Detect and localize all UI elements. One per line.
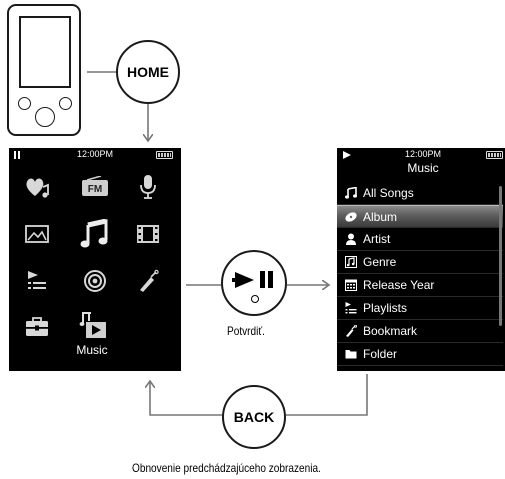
list-item-genre[interactable]: Genre	[337, 251, 503, 274]
play-icon	[343, 151, 351, 159]
music-list-screen: 12:00PM Music All Songs Album Artist	[337, 148, 505, 371]
list-item-album[interactable]: Album	[337, 205, 503, 228]
person-icon	[345, 233, 357, 245]
back-button[interactable]: BACK	[222, 385, 286, 449]
status-bar: 12:00PM	[337, 148, 505, 162]
device-button-left	[18, 97, 31, 110]
list-item-label: Bookmark	[363, 324, 418, 338]
list-item-label: All Songs	[363, 186, 414, 200]
music-menu-list: All Songs Album Artist Genre Release Yea…	[337, 182, 503, 366]
list-item-playlists[interactable]: Playlists	[337, 297, 503, 320]
back-button-label: BACK	[233, 409, 275, 425]
svg-text:FM: FM	[88, 184, 102, 195]
list-item-all-songs[interactable]: All Songs	[337, 182, 503, 205]
music-to-back-line	[286, 374, 368, 416]
folder-icon	[345, 348, 357, 360]
playlist-icon[interactable]	[23, 268, 51, 294]
status-time: 12:00PM	[404, 149, 442, 159]
back-caption: Obnovenie predchádzajúceho zobrazenia.	[132, 461, 321, 475]
list-item-label: Artist	[363, 232, 391, 246]
list-item-artist[interactable]: Artist	[337, 228, 503, 251]
battery-icon	[486, 151, 503, 159]
fm-radio-icon[interactable]: FM	[81, 174, 109, 200]
screen-title: Music	[407, 161, 439, 175]
toolbox-icon[interactable]	[23, 314, 51, 340]
genre-icon	[345, 256, 357, 268]
list-item-label: Folder	[363, 347, 398, 361]
battery-icon	[156, 151, 173, 159]
bookmark-icon	[345, 325, 357, 337]
device-screen	[19, 16, 71, 88]
playlist-icon	[345, 302, 357, 314]
device-button-right	[59, 97, 72, 110]
status-bar: 12:00PM	[9, 148, 181, 162]
music-note-icon[interactable]	[79, 219, 111, 249]
calendar-icon	[345, 279, 357, 291]
list-item-folder[interactable]: Folder	[337, 343, 503, 366]
pause-icon	[14, 151, 21, 159]
home-menu-screen: 12:00PM FM Music	[9, 148, 181, 371]
device-button-center	[35, 107, 55, 127]
microphone-icon[interactable]	[134, 174, 162, 200]
list-item-bookmark[interactable]: Bookmark	[337, 320, 503, 343]
film-strip-icon[interactable]	[134, 221, 162, 247]
list-item-label: Album	[363, 209, 398, 224]
confirm-caption: Potvrdiť.	[227, 324, 265, 338]
list-item-label: Genre	[363, 255, 397, 269]
scrollbar[interactable]	[499, 186, 502, 326]
disc-icon	[345, 211, 357, 223]
home-button-label: HOME	[127, 64, 169, 80]
photo-icon[interactable]	[23, 221, 51, 247]
player-device-illustration	[7, 4, 81, 136]
music-note-icon	[345, 187, 357, 199]
list-item-label: Release Year	[363, 278, 435, 292]
podcast-icon[interactable]	[81, 268, 109, 294]
list-item-label: Playlists	[363, 301, 408, 315]
play-pause-button[interactable]	[221, 250, 287, 316]
back-to-home-arrow	[150, 382, 222, 416]
selected-item-label: Music	[76, 343, 108, 357]
now-playing-icon[interactable]	[79, 311, 109, 341]
heart-note-icon[interactable]	[23, 174, 51, 200]
home-button[interactable]: HOME	[116, 40, 180, 104]
tactile-dot-icon	[251, 295, 259, 303]
status-time: 12:00PM	[76, 149, 114, 159]
bookmark-icon[interactable]	[134, 268, 162, 294]
list-item-release-year[interactable]: Release Year	[337, 274, 503, 297]
play-pause-icon	[232, 270, 275, 290]
